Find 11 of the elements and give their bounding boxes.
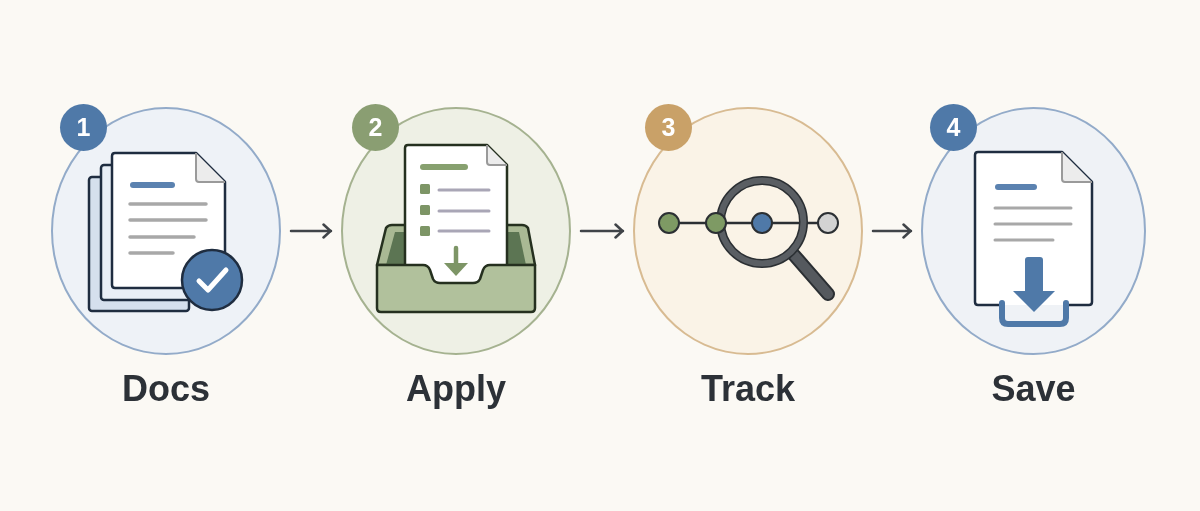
step-number: 1 <box>76 115 91 140</box>
step-number: 4 <box>946 115 961 140</box>
step-number: 3 <box>661 115 676 140</box>
step-label: Docs <box>122 367 210 411</box>
step-label: Apply <box>406 367 506 411</box>
arrow <box>579 223 625 239</box>
arrow <box>871 223 913 239</box>
step-label: Track <box>700 367 796 411</box>
step-label: Save <box>991 367 1076 411</box>
arrow <box>289 223 333 239</box>
step-number: 2 <box>368 115 383 140</box>
